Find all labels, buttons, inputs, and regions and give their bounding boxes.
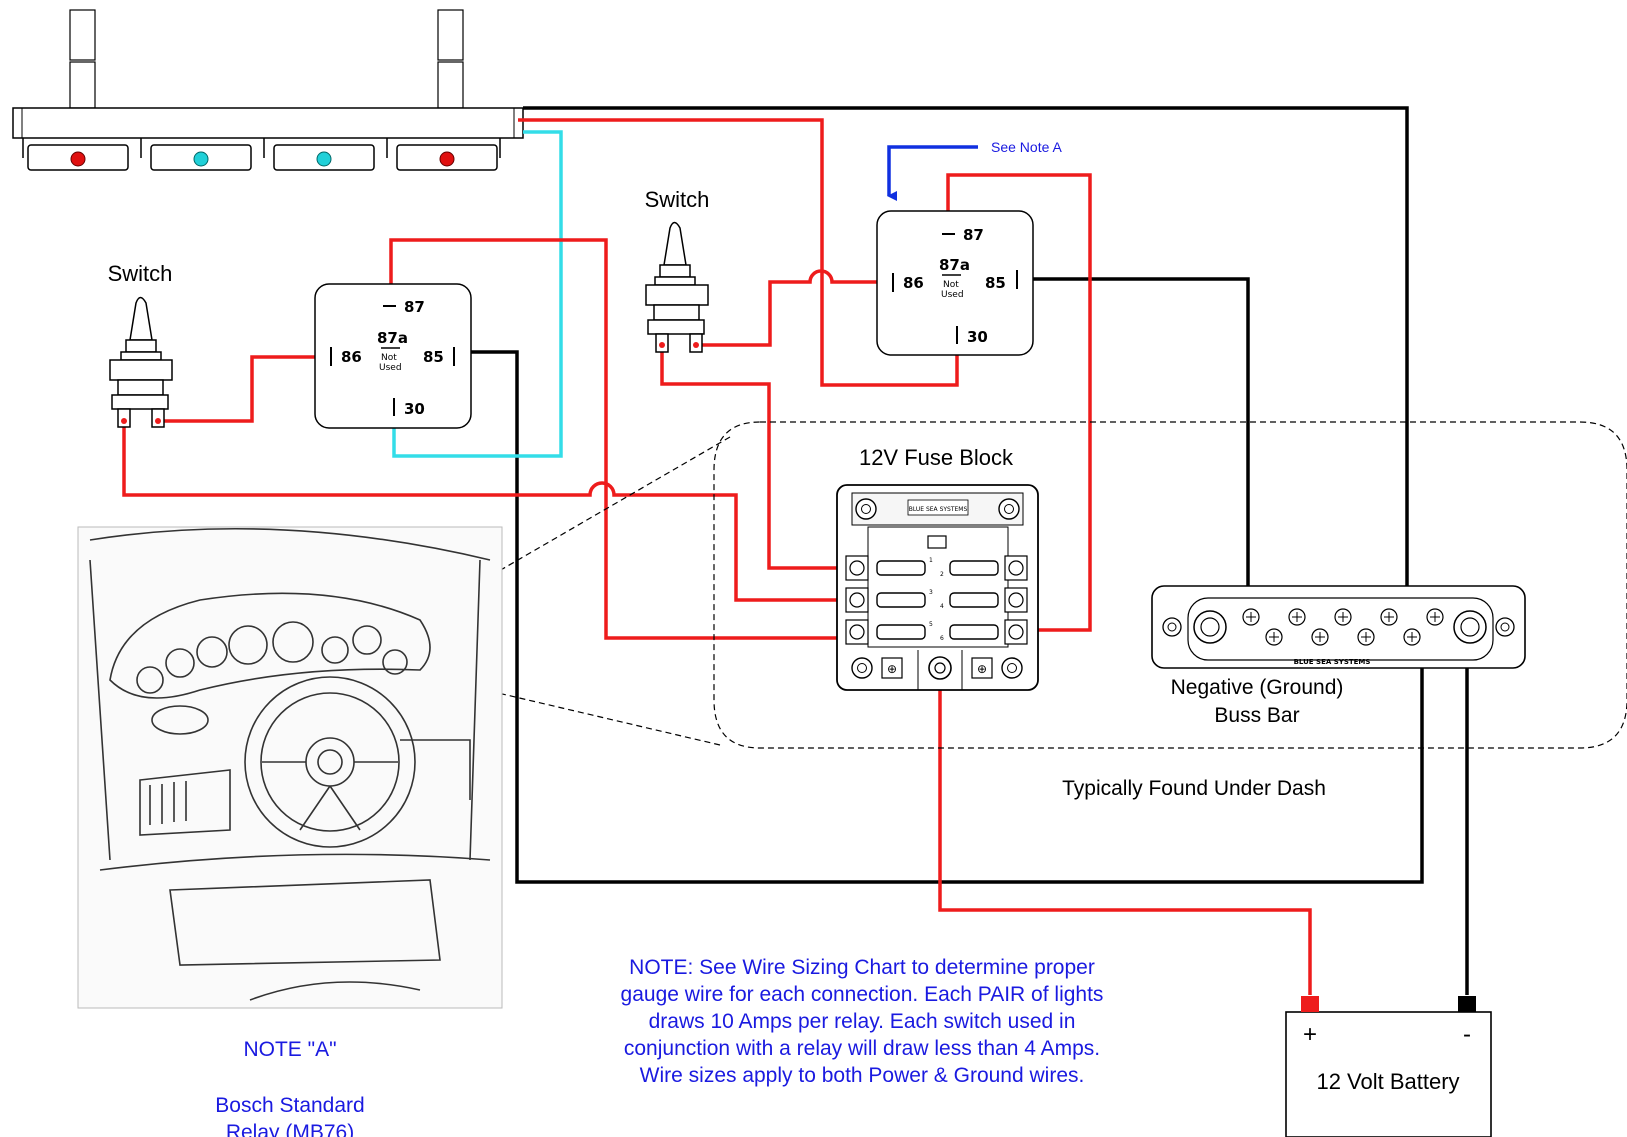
fuse-row-1: 1 2	[845, 555, 1028, 581]
relay1-pin-30: 30	[404, 400, 425, 418]
light-pod-4	[396, 144, 498, 171]
red-wire-switch2-86	[699, 269, 892, 347]
buss-bar-label-line1: Negative (Ground)	[1171, 676, 1344, 699]
relay2-pin-85: 85	[985, 274, 1006, 292]
buss-bar: BLUE SEA SYSTEMS	[1151, 585, 1526, 669]
note-a-arrow	[887, 145, 978, 201]
red-lamp-icon	[439, 151, 455, 167]
relay1-used-label: Used	[379, 363, 402, 373]
red-wire-relay2-30	[518, 118, 959, 387]
fuse-block-label: 12V Fuse Block	[859, 445, 1014, 470]
note-line-3: draws 10 Amps per relay. Each switch use…	[649, 1010, 1076, 1033]
relay2-not-label: Not	[943, 280, 959, 290]
red-wire-battery	[938, 668, 1312, 995]
red-wire-relay1-87	[389, 238, 838, 640]
relay2-pin-87: 87	[963, 226, 984, 244]
note-a-line2: Relay (MB76)	[226, 1121, 354, 1137]
light-pod-2	[150, 144, 252, 171]
light-pod-3	[273, 144, 375, 171]
under-dash-label: Typically Found Under Dash	[1062, 777, 1326, 800]
fuse-number: 2	[940, 571, 944, 578]
fuse-row-2: 3 4	[845, 587, 1028, 613]
note-line-4: conjunction with a relay will draw less …	[624, 1037, 1100, 1060]
relay2-pin-30: 30	[967, 328, 988, 346]
cyan-wire-relay1	[392, 130, 563, 458]
battery: + - 12 Volt Battery	[1285, 996, 1492, 1137]
relay1-pin-85: 85	[423, 348, 444, 366]
switch-right-label: Switch	[645, 187, 710, 212]
relay1-pin-87a: 87a	[377, 329, 408, 347]
battery-positive-terminal	[1301, 996, 1319, 1012]
toggle-switch-right[interactable]	[645, 221, 709, 353]
note-line-1: NOTE: See Wire Sizing Chart to determine…	[629, 956, 1095, 979]
battery-minus-label: -	[1463, 1021, 1471, 1048]
fuse-row-3: 5 6	[845, 619, 1028, 645]
red-wire-switch1-fuse	[122, 423, 838, 602]
battery-plus-label: +	[1303, 1021, 1317, 1048]
light-bar	[12, 9, 524, 171]
note-a-title: NOTE "A"	[243, 1038, 336, 1061]
relay-2: 87 87a Not Used 86 85 30	[876, 210, 1034, 356]
red-lamp-icon	[70, 151, 86, 167]
relay2-used-label: Used	[941, 290, 964, 300]
fuse-number: 6	[940, 635, 944, 642]
fuse-block: BLUE SEA SYSTEMS 1 2 3 4	[836, 484, 1039, 691]
relay2-pin-86: 86	[903, 274, 924, 292]
cyan-lamp-icon	[193, 151, 209, 167]
ground-wire-lightbar	[523, 106, 1409, 622]
buss-bar-brand: BLUE SEA SYSTEMS	[1294, 658, 1371, 666]
cyan-lamp-icon	[316, 151, 332, 167]
red-wire-switch2-fuse	[660, 345, 838, 570]
battery-negative-terminal	[1458, 996, 1476, 1012]
fuse-block-brand: BLUE SEA SYSTEMS	[909, 506, 968, 513]
note-a: NOTE "A" Bosch Standard Relay (MB76)	[215, 1038, 364, 1137]
relay-1: 87 87a Not Used 86 85 30	[314, 283, 472, 429]
red-wire-switch1-86	[164, 355, 330, 423]
wires	[122, 106, 1469, 995]
red-wire-relay2-87	[946, 173, 1092, 632]
note-a-line1: Bosch Standard	[215, 1094, 364, 1117]
dashboard-sketch	[77, 526, 503, 1009]
switch-left-label: Switch	[108, 261, 173, 286]
light-pod-1	[27, 144, 129, 171]
note-line-2: gauge wire for each connection. Each PAI…	[621, 983, 1104, 1006]
buss-bar-label-line2: Buss Bar	[1214, 704, 1299, 727]
relay2-pin-87a: 87a	[939, 256, 970, 274]
relay1-pin-87: 87	[404, 298, 425, 316]
plus-icon: ⊕	[977, 662, 987, 676]
labels: Switch Switch See Note A 12V Fuse Block …	[108, 139, 1344, 800]
wire-sizing-note: NOTE: See Wire Sizing Chart to determine…	[621, 956, 1104, 1087]
note-line-5: Wire sizes apply to both Power & Ground …	[640, 1064, 1085, 1087]
ground-wire-relay2	[1025, 277, 1250, 618]
fuse-number: 5	[929, 621, 933, 628]
see-note-a-label: See Note A	[991, 139, 1062, 155]
fuse-number: 4	[940, 603, 944, 610]
relay1-pin-86: 86	[341, 348, 362, 366]
toggle-switch-left[interactable]	[109, 296, 173, 428]
battery-label: 12 Volt Battery	[1316, 1069, 1459, 1094]
plus-icon: ⊕	[887, 662, 897, 676]
relay1-not-label: Not	[381, 353, 397, 363]
fuse-number: 3	[929, 589, 933, 596]
ground-wire-lower	[459, 350, 1424, 884]
fuse-number: 1	[929, 557, 933, 564]
